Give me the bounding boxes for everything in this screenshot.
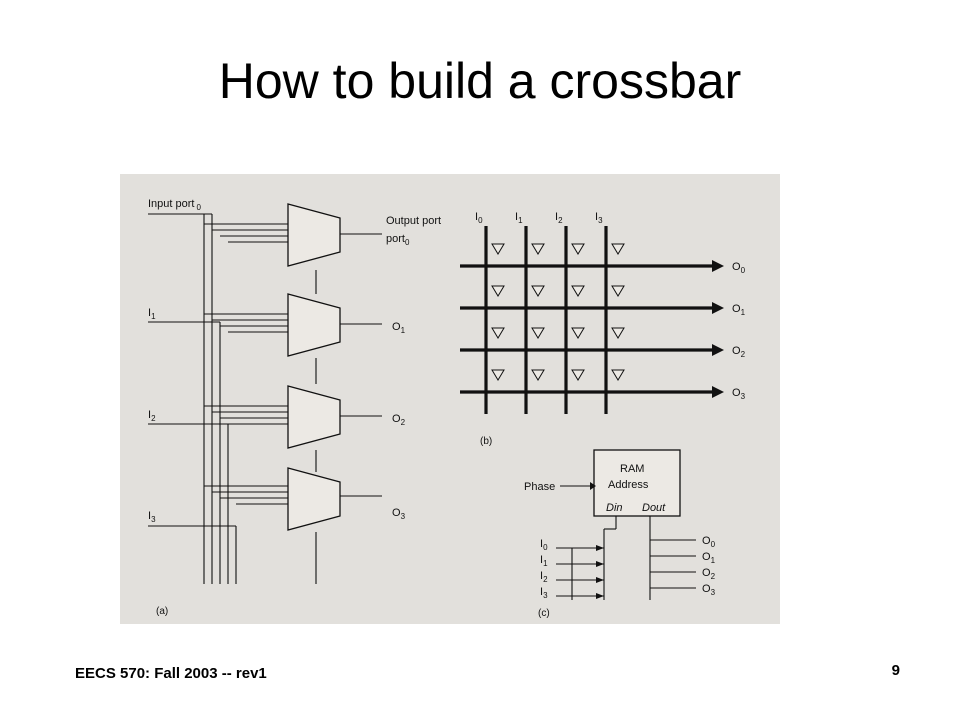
panel-a-output-label-0: Output port xyxy=(386,215,441,227)
panel-c-arrowheads xyxy=(590,482,604,599)
footer-course-label: EECS 570: Fall 2003 -- rev1 xyxy=(75,665,267,682)
panel-b-arrowheads xyxy=(712,260,724,398)
ram-block xyxy=(593,449,681,517)
panel-b-caption: (b) xyxy=(480,436,492,447)
panel-b-col-label-1: I1 xyxy=(515,211,523,225)
panel-c-input-label-1: I1 xyxy=(540,554,548,568)
panel-c-output-label-3: O3 xyxy=(702,583,716,597)
phase-label: Phase xyxy=(524,481,555,493)
panel-b-col-label-0: I0 xyxy=(475,211,483,225)
panel-a-input-label-1: I1 xyxy=(148,307,156,321)
panel-c-caption: (c) xyxy=(538,608,550,619)
panel-c-output-label-0: O0 xyxy=(702,535,716,549)
panel-b-row-label-0: O0 xyxy=(732,261,746,275)
panel-c-output-label-1: O1 xyxy=(702,551,716,565)
panel-b-grid xyxy=(460,226,712,414)
din-label: Din xyxy=(606,502,623,514)
panel-a-input-label-2: I2 xyxy=(148,409,156,423)
panel-c-input-label-0: I0 xyxy=(540,538,548,552)
panel-b-col-label-3: I3 xyxy=(595,211,603,225)
panel-a-input-label-3: I3 xyxy=(148,510,156,524)
mux-1 xyxy=(287,293,341,357)
slide-title: How to build a crossbar xyxy=(218,53,742,109)
page-number: 9 xyxy=(891,662,900,679)
panel-a-wires xyxy=(148,213,382,584)
panel-a-output-label-1: O1 xyxy=(392,321,406,335)
dout-label: Dout xyxy=(642,502,666,514)
panel-a-caption: (a) xyxy=(156,606,168,617)
mux-2 xyxy=(287,385,341,449)
panel-c-input-label-3: I3 xyxy=(540,586,548,600)
panel-c-input-label-2: I2 xyxy=(540,570,548,584)
panel-b-row-label-1: O1 xyxy=(732,303,746,317)
panel-b-row-label-2: O2 xyxy=(732,345,746,359)
panel-b-col-label-2: I2 xyxy=(555,211,563,225)
panel-a-output-port-text: port0 xyxy=(386,233,410,247)
panel-c-output-label-2: O2 xyxy=(702,567,716,581)
panel-a-output-label-2: O2 xyxy=(392,413,406,427)
ram-label: RAM xyxy=(620,463,644,475)
address-label: Address xyxy=(608,479,649,491)
panel-b-crosspoints xyxy=(491,243,625,381)
panel-a-muxes xyxy=(287,203,341,531)
mux-3 xyxy=(287,467,341,531)
mux-0 xyxy=(287,203,341,267)
panel-a-output-label-3: O3 xyxy=(392,507,406,521)
panel-b-row-label-3: O3 xyxy=(732,387,746,401)
